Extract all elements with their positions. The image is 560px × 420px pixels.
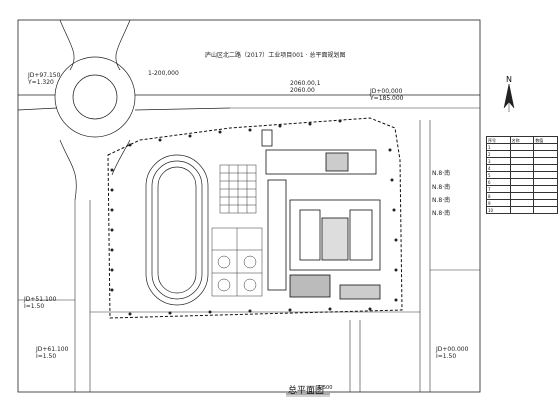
left-bottom-label-1: JD+61.100 bbox=[36, 346, 69, 353]
road-label-top-mid: 1-200,000 bbox=[148, 70, 179, 77]
table-cell: 8 bbox=[486, 192, 511, 200]
left-mid-label-2: I=1.50 bbox=[24, 303, 45, 310]
road-label-left-1: JD+97.150 bbox=[28, 72, 61, 79]
table-cell: 1 bbox=[486, 143, 511, 151]
table-cell bbox=[509, 185, 535, 193]
north-label: N bbox=[506, 75, 512, 84]
table-cell: 3 bbox=[486, 157, 511, 165]
table-row: 9 bbox=[486, 199, 558, 207]
right-label-c: N.8·南 bbox=[432, 197, 451, 204]
road-label-mid-1: 2060.00,1 bbox=[290, 80, 321, 87]
right-bottom-label-2: I=1.50 bbox=[436, 353, 457, 360]
table-cell bbox=[533, 143, 558, 151]
table-row: 4 bbox=[486, 164, 558, 172]
table-cell bbox=[509, 192, 535, 200]
drawing-frame bbox=[17, 19, 481, 393]
left-bottom-label-2: I=1.50 bbox=[36, 353, 57, 360]
top-note: 庐山区北二路（2017）工业项目001 · 总平面规划图 bbox=[205, 52, 346, 59]
table-row: 8 bbox=[486, 192, 558, 200]
table-cell: 序号 bbox=[486, 136, 511, 144]
left-mid-label-1: JD+51.100 bbox=[24, 296, 57, 303]
trees bbox=[110, 119, 398, 316]
table-row: 序号名称数值 bbox=[486, 136, 558, 144]
table-cell: 名称 bbox=[509, 136, 535, 144]
table-row: 6 bbox=[486, 178, 558, 186]
table-cell: 4 bbox=[486, 164, 511, 172]
table-cell: 2 bbox=[486, 150, 511, 158]
table-cell bbox=[509, 206, 535, 214]
roundabout bbox=[17, 19, 480, 201]
right-label-a: N.8·南 bbox=[432, 170, 451, 177]
road-label-mid-2: 2060.00 bbox=[290, 87, 315, 94]
table-row: 3 bbox=[486, 157, 558, 165]
running-track bbox=[145, 154, 209, 306]
site-boundary bbox=[107, 117, 403, 319]
table-cell bbox=[509, 150, 535, 158]
drawing-scale: 1:500 bbox=[318, 385, 333, 391]
table-row: 10 bbox=[486, 206, 558, 214]
table-cell bbox=[533, 192, 558, 200]
table-cell bbox=[533, 171, 558, 179]
table-row: 7 bbox=[486, 185, 558, 193]
table-cell bbox=[533, 206, 558, 214]
table-cell bbox=[533, 199, 558, 207]
table-cell: 7 bbox=[486, 185, 511, 193]
table-cell bbox=[533, 150, 558, 158]
table-cell bbox=[533, 185, 558, 193]
table-cell: 6 bbox=[486, 178, 511, 186]
table-cell bbox=[509, 143, 535, 151]
road-label-top-right-2: Y=185.000 bbox=[370, 95, 404, 102]
table-cell bbox=[509, 164, 535, 172]
table-cell bbox=[509, 157, 535, 165]
table-cell bbox=[509, 178, 535, 186]
table-row: 1 bbox=[486, 143, 558, 151]
right-label-b: N.8·南 bbox=[432, 184, 451, 191]
table-cell bbox=[509, 199, 535, 207]
table-cell: 5 bbox=[486, 171, 511, 179]
table-cell: 10 bbox=[486, 206, 511, 214]
right-bottom-label-1: JD+00.000 bbox=[436, 346, 469, 353]
north-arrow-icon bbox=[503, 83, 515, 112]
table-row: 5 bbox=[486, 171, 558, 179]
table-cell: 9 bbox=[486, 199, 511, 207]
roads bbox=[18, 107, 480, 392]
table-cell bbox=[533, 164, 558, 172]
road-label-top-right-1: JD+00,000 bbox=[370, 88, 403, 95]
table-row: 2 bbox=[486, 150, 558, 158]
buildings bbox=[261, 129, 381, 300]
table-cell bbox=[509, 171, 535, 179]
right-label-d: N.8·南 bbox=[432, 210, 451, 217]
table-cell: 数值 bbox=[533, 136, 558, 144]
road-label-left-2: Y=1.320 bbox=[28, 79, 54, 86]
drawing-title: 总平面图 bbox=[288, 386, 325, 396]
table-cell bbox=[533, 178, 558, 186]
courts bbox=[211, 164, 263, 297]
table-cell bbox=[533, 157, 558, 165]
